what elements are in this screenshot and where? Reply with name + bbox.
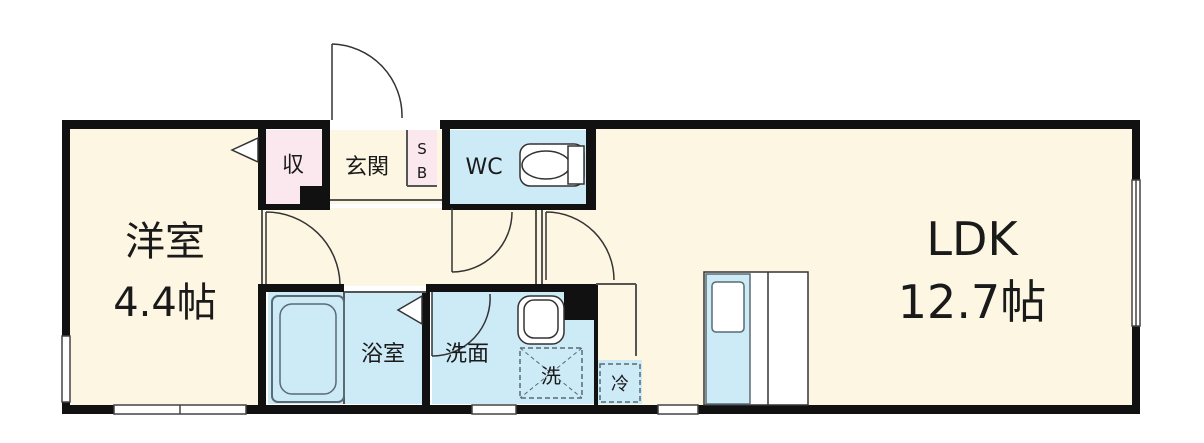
- shoe-box-floor: [407, 130, 437, 186]
- fridge-space: [599, 363, 641, 403]
- windows: [61, 179, 1141, 415]
- bath-label: 浴室: [361, 342, 405, 367]
- bathtub: [271, 295, 345, 403]
- western-room-name: 洋室: [125, 219, 205, 265]
- western-room-size: 4.4帖: [113, 280, 217, 326]
- fixtures: [271, 143, 809, 406]
- washbasin: [517, 295, 565, 345]
- wc-label: WC: [465, 155, 502, 180]
- door-swings: [230, 43, 615, 357]
- washroom-label: 洗面: [445, 342, 489, 367]
- ldk-name: LDK: [926, 212, 1019, 266]
- hall-floor: [262, 208, 596, 286]
- fridge-label: 冷: [611, 374, 629, 395]
- shoe-box-letter-b: B: [417, 164, 427, 182]
- western-room-floor: [66, 124, 262, 407]
- ldk-size: 12.7帖: [898, 275, 1046, 329]
- ldk-floor: [596, 124, 1133, 407]
- fridge-floor: [596, 360, 642, 404]
- storage-label: 収: [282, 153, 304, 178]
- washer-label: 洗: [541, 364, 561, 388]
- shoe-box-letter-s: S: [417, 140, 427, 158]
- entrance-label: 玄関: [345, 155, 389, 180]
